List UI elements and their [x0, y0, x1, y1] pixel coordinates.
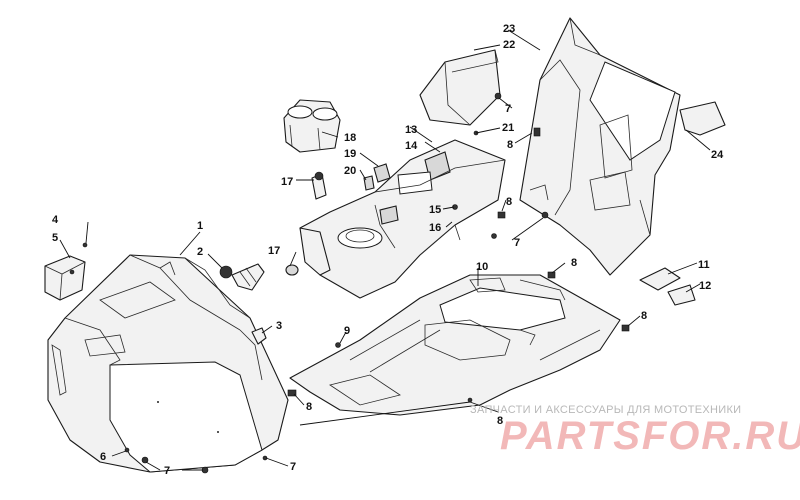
callout-6: 6 — [100, 451, 106, 463]
callout-21: 21 — [502, 122, 514, 134]
callout-24: 24 — [711, 149, 724, 161]
storage-lid — [419, 49, 501, 126]
callout-17a: 17 — [281, 176, 293, 188]
switches — [363, 163, 391, 191]
rear-cab-panel — [519, 17, 681, 276]
callout-15: 15 — [429, 204, 441, 216]
latch-parts — [639, 267, 696, 306]
front-body-panel — [47, 254, 289, 473]
center-console — [299, 139, 506, 299]
watermark-brand: PARTSFOR.RU — [500, 414, 800, 458]
callout-8d: 8 — [641, 310, 647, 322]
watermark-tagline: ЗАПЧАСТИ И АКСЕССУАРЫ ДЛЯ МОТОТЕХНИКИ — [470, 404, 742, 416]
callout-7c: 7 — [514, 237, 520, 249]
callout-3: 3 — [276, 320, 282, 332]
callout-9: 9 — [344, 325, 350, 337]
callout-23: 23 — [503, 23, 515, 35]
leader-lines — [59, 29, 711, 471]
side-panel-plate — [679, 101, 726, 136]
callout-4: 4 — [52, 214, 59, 226]
callout-1: 1 — [197, 220, 203, 232]
callout-18: 18 — [344, 132, 356, 144]
small-bracket — [44, 255, 86, 301]
callout-20: 20 — [344, 165, 356, 177]
callout-14: 14 — [405, 140, 418, 152]
callout-8f: 8 — [507, 139, 513, 151]
callout-19: 19 — [344, 148, 356, 160]
watermark: ЗАПЧАСТИ И АКСЕССУАРЫ ДЛЯ МОТОТЕХНИКИ PA… — [470, 404, 800, 459]
cup-holder — [283, 99, 341, 153]
callout-17b: 17 — [268, 245, 280, 257]
callout-11: 11 — [698, 259, 710, 271]
callout-12: 12 — [699, 280, 711, 292]
callout-13: 13 — [405, 124, 417, 136]
power-connectors — [285, 171, 327, 276]
callout-8a: 8 — [306, 401, 312, 413]
callout-8e: 8 — [506, 196, 512, 208]
callout-2: 2 — [197, 246, 203, 258]
callout-labels: 1 2 3 4 5 6 7 7 7 7 8 8 8 8 8 8 9 10 11 … — [52, 23, 724, 477]
callout-5: 5 — [52, 232, 58, 244]
callout-8c: 8 — [571, 257, 577, 269]
callout-7b: 7 — [290, 461, 296, 473]
callout-8b: 8 — [497, 415, 503, 427]
clip-hardware — [219, 263, 267, 345]
floor-pan — [289, 274, 621, 416]
hardware-fasteners — [82, 92, 630, 474]
callout-22: 22 — [503, 39, 515, 51]
callout-10: 10 — [476, 261, 488, 273]
callout-16: 16 — [429, 222, 441, 234]
callout-7a: 7 — [164, 465, 170, 477]
callout-7d: 7 — [505, 103, 511, 115]
